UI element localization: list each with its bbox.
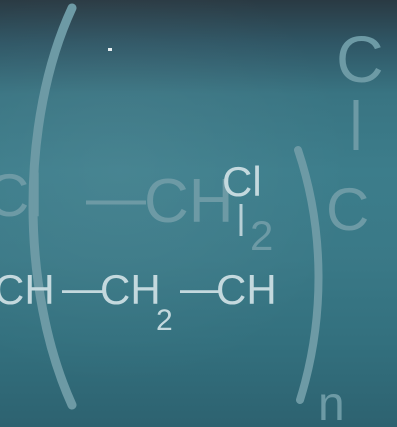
row2-subscript: 2 — [156, 304, 173, 337]
left-parenthesis — [28, 3, 77, 410]
row1-left-fragment: Cl — [0, 162, 43, 229]
light-speck — [108, 48, 112, 51]
repeat-subscript-n: n — [318, 378, 345, 427]
row1-bond: — — [86, 164, 146, 231]
row2-ch: CH — [216, 266, 277, 313]
row2-bond-1: — — [62, 264, 104, 311]
row1-cl: Cl — [222, 158, 262, 205]
row1-ch: CH — [144, 167, 234, 236]
top-right-c: C — [336, 22, 384, 96]
row2-left-ch: CH — [0, 266, 55, 313]
right-parenthesis — [294, 146, 323, 404]
row1-subscript: 2 — [250, 212, 273, 259]
row1-c: C — [326, 176, 369, 243]
row2-bond-2: — — [180, 264, 222, 311]
row2-ch2: CH — [100, 266, 161, 313]
